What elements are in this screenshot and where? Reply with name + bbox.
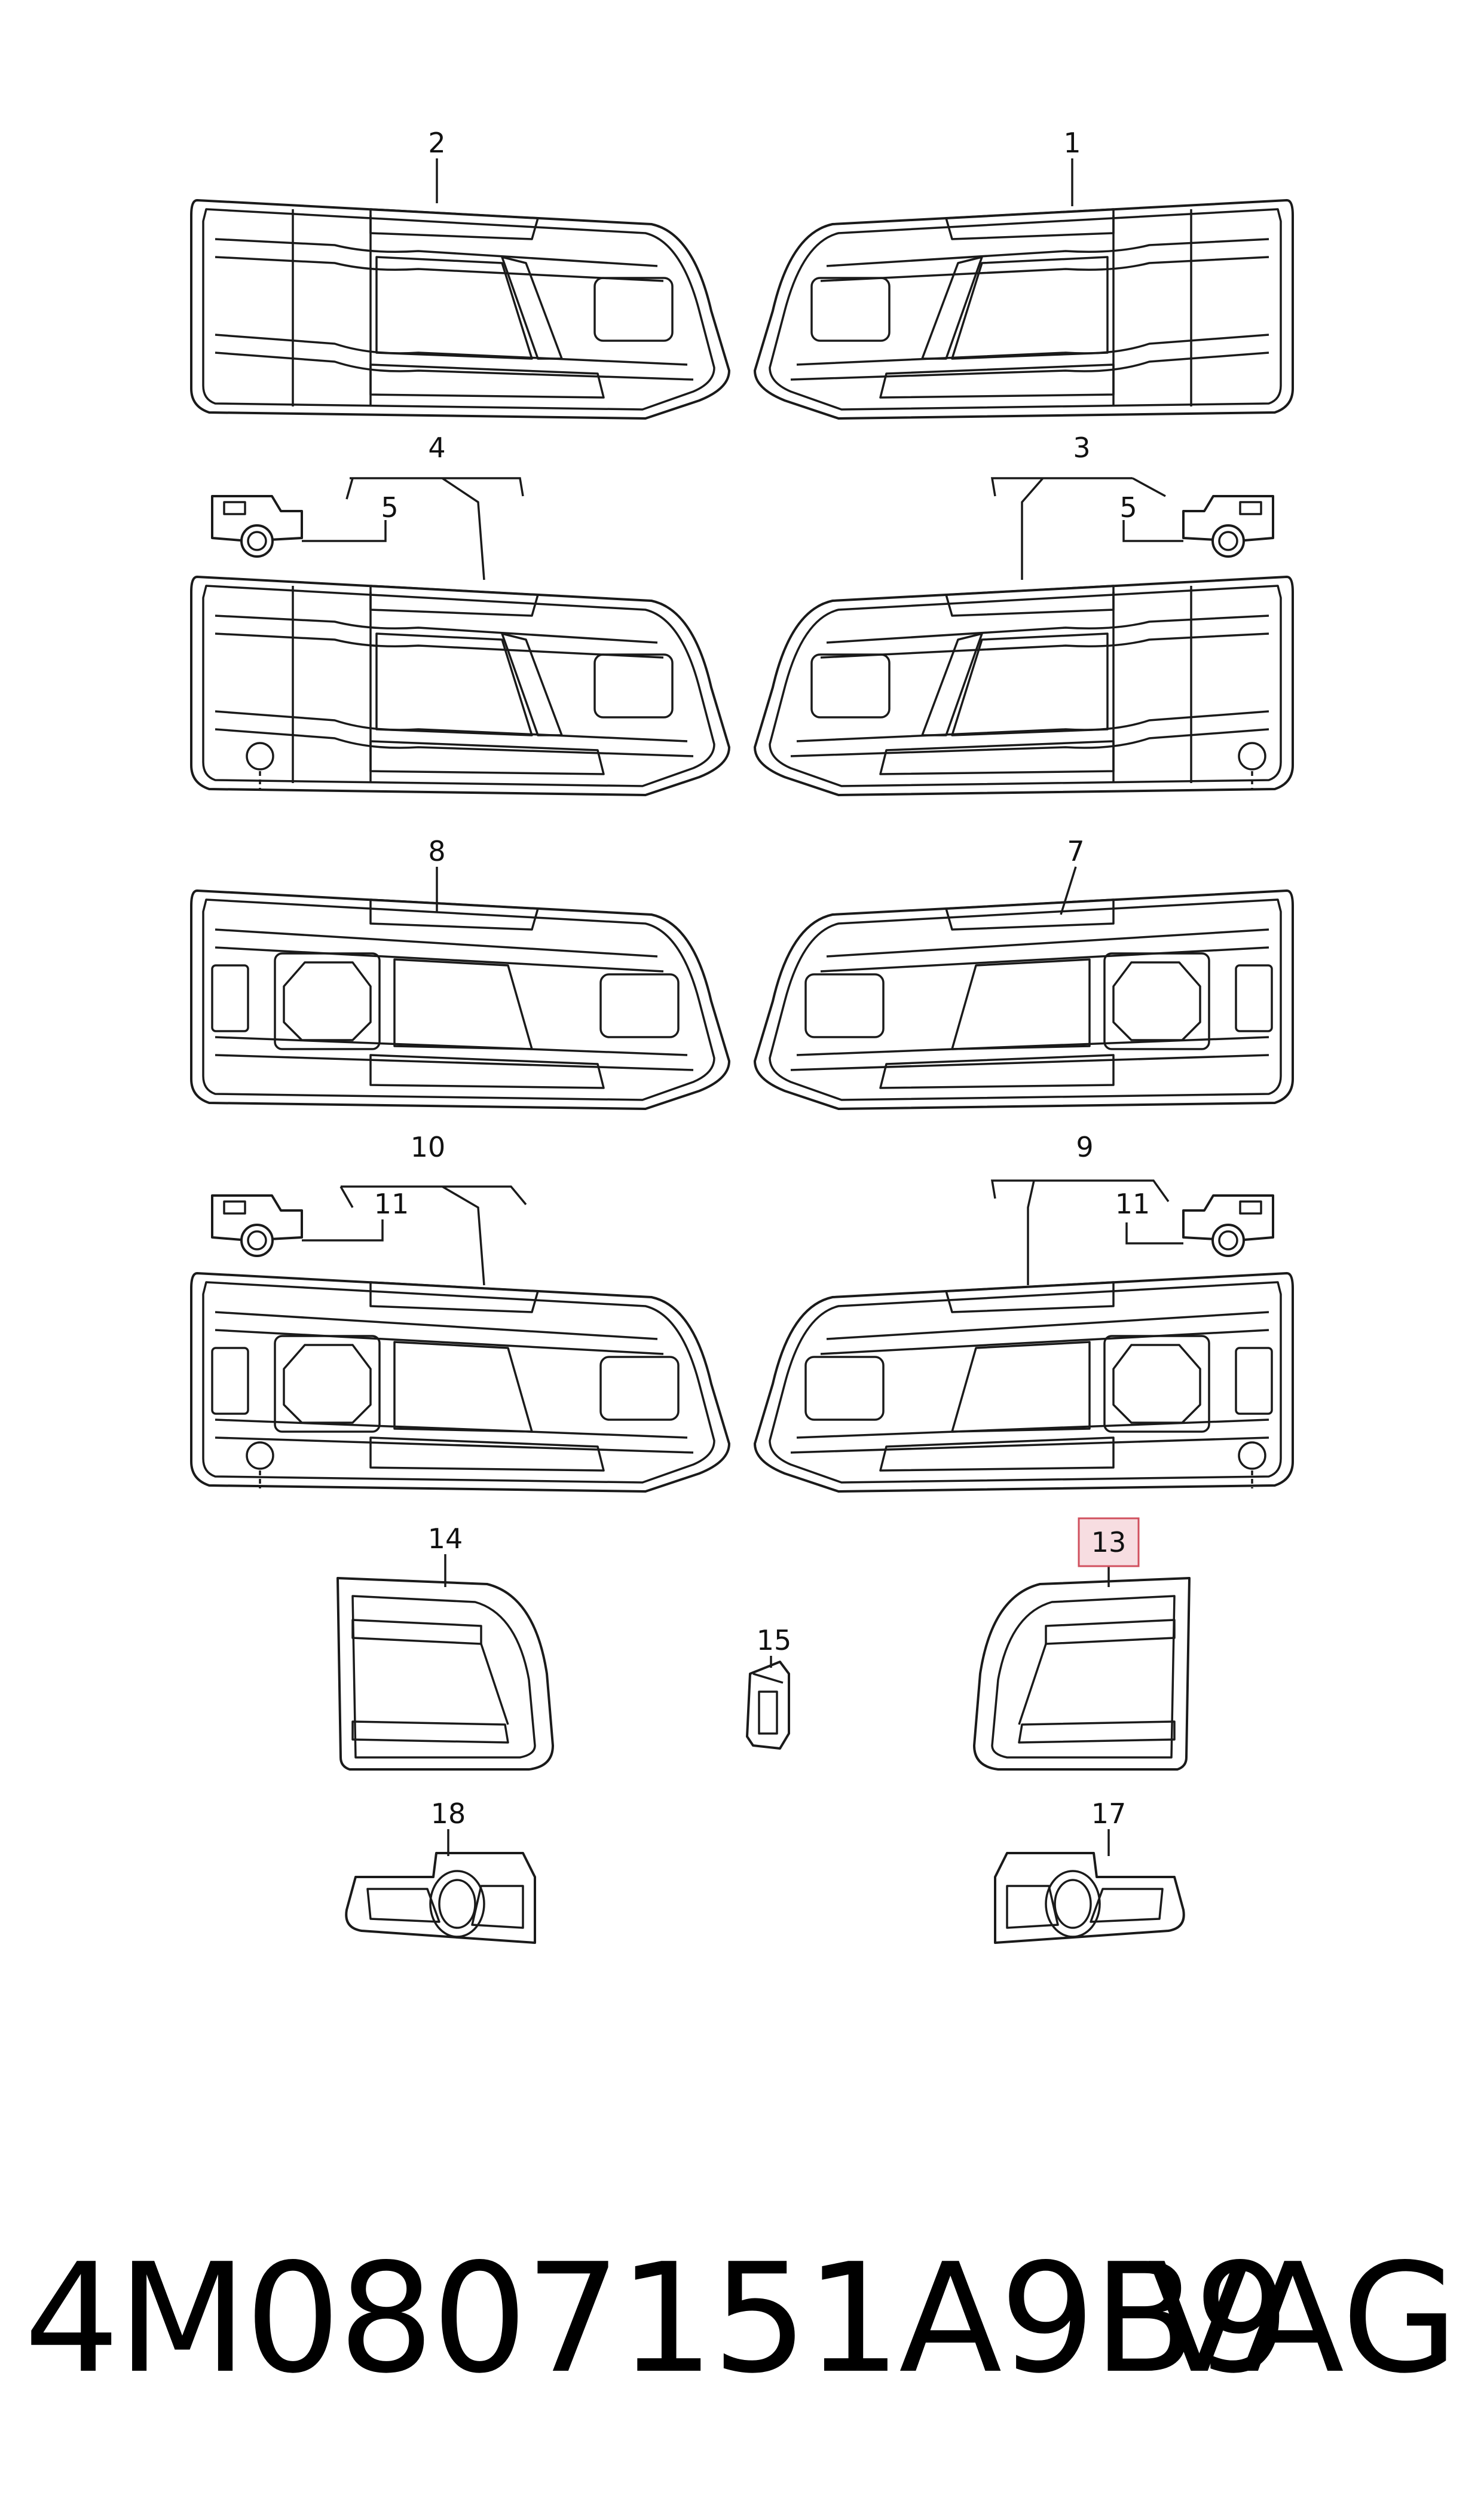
parts-diagram: 2 1 4 5 3 5 8 7 bbox=[190, 127, 1294, 1944]
part-1-grille-right bbox=[754, 199, 1294, 420]
callout-4: 4 bbox=[428, 432, 445, 464]
callout-11-left: 11 bbox=[374, 1188, 409, 1220]
callout-10: 10 bbox=[411, 1131, 446, 1163]
callout-14: 14 bbox=[428, 1523, 463, 1555]
callout-2: 2 bbox=[428, 127, 445, 159]
brand-name: VAG bbox=[1148, 2231, 1458, 2407]
part-14-lamp-frame-left bbox=[336, 1577, 554, 1771]
part-number: 4M0807151A9B9 bbox=[24, 2231, 1290, 2407]
part-15-clip bbox=[746, 1661, 790, 1750]
callout-5-right: 5 bbox=[1119, 491, 1137, 524]
part-3-grille-right bbox=[754, 576, 1294, 796]
callout-5-left: 5 bbox=[381, 491, 398, 524]
callout-9: 9 bbox=[1076, 1131, 1093, 1163]
callout-8: 8 bbox=[428, 835, 445, 867]
callout-17: 17 bbox=[1091, 1797, 1127, 1830]
part-11-bracket-left bbox=[211, 1194, 303, 1257]
callout-11-right: 11 bbox=[1115, 1188, 1151, 1220]
part-13-lamp-frame-right bbox=[973, 1577, 1191, 1771]
callout-1: 1 bbox=[1063, 127, 1081, 159]
part-10-grille-left-lamp bbox=[190, 1272, 730, 1493]
part-2-grille-left bbox=[190, 199, 730, 420]
part-7-grille-right-lamp bbox=[754, 889, 1294, 1110]
part-8-grille-left-lamp bbox=[190, 889, 730, 1110]
part-5-bracket-left bbox=[211, 495, 303, 558]
part-18-trim-cover-left bbox=[345, 1852, 536, 1944]
callout-7: 7 bbox=[1067, 835, 1084, 867]
callout-13-highlight: 13 bbox=[1078, 1517, 1140, 1567]
callout-15: 15 bbox=[757, 1624, 792, 1656]
part-5-bracket-right bbox=[1182, 495, 1274, 558]
footer: 4M0807151A9B9 VAG bbox=[24, 2224, 1458, 2415]
part-9-grille-right-lamp bbox=[754, 1272, 1294, 1493]
part-17-trim-cover-right bbox=[994, 1852, 1185, 1944]
part-4-grille-left bbox=[190, 576, 730, 796]
callout-18: 18 bbox=[431, 1797, 466, 1830]
callout-3: 3 bbox=[1073, 432, 1090, 464]
part-11-bracket-right bbox=[1182, 1194, 1274, 1257]
callout-13: 13 bbox=[1091, 1526, 1127, 1558]
